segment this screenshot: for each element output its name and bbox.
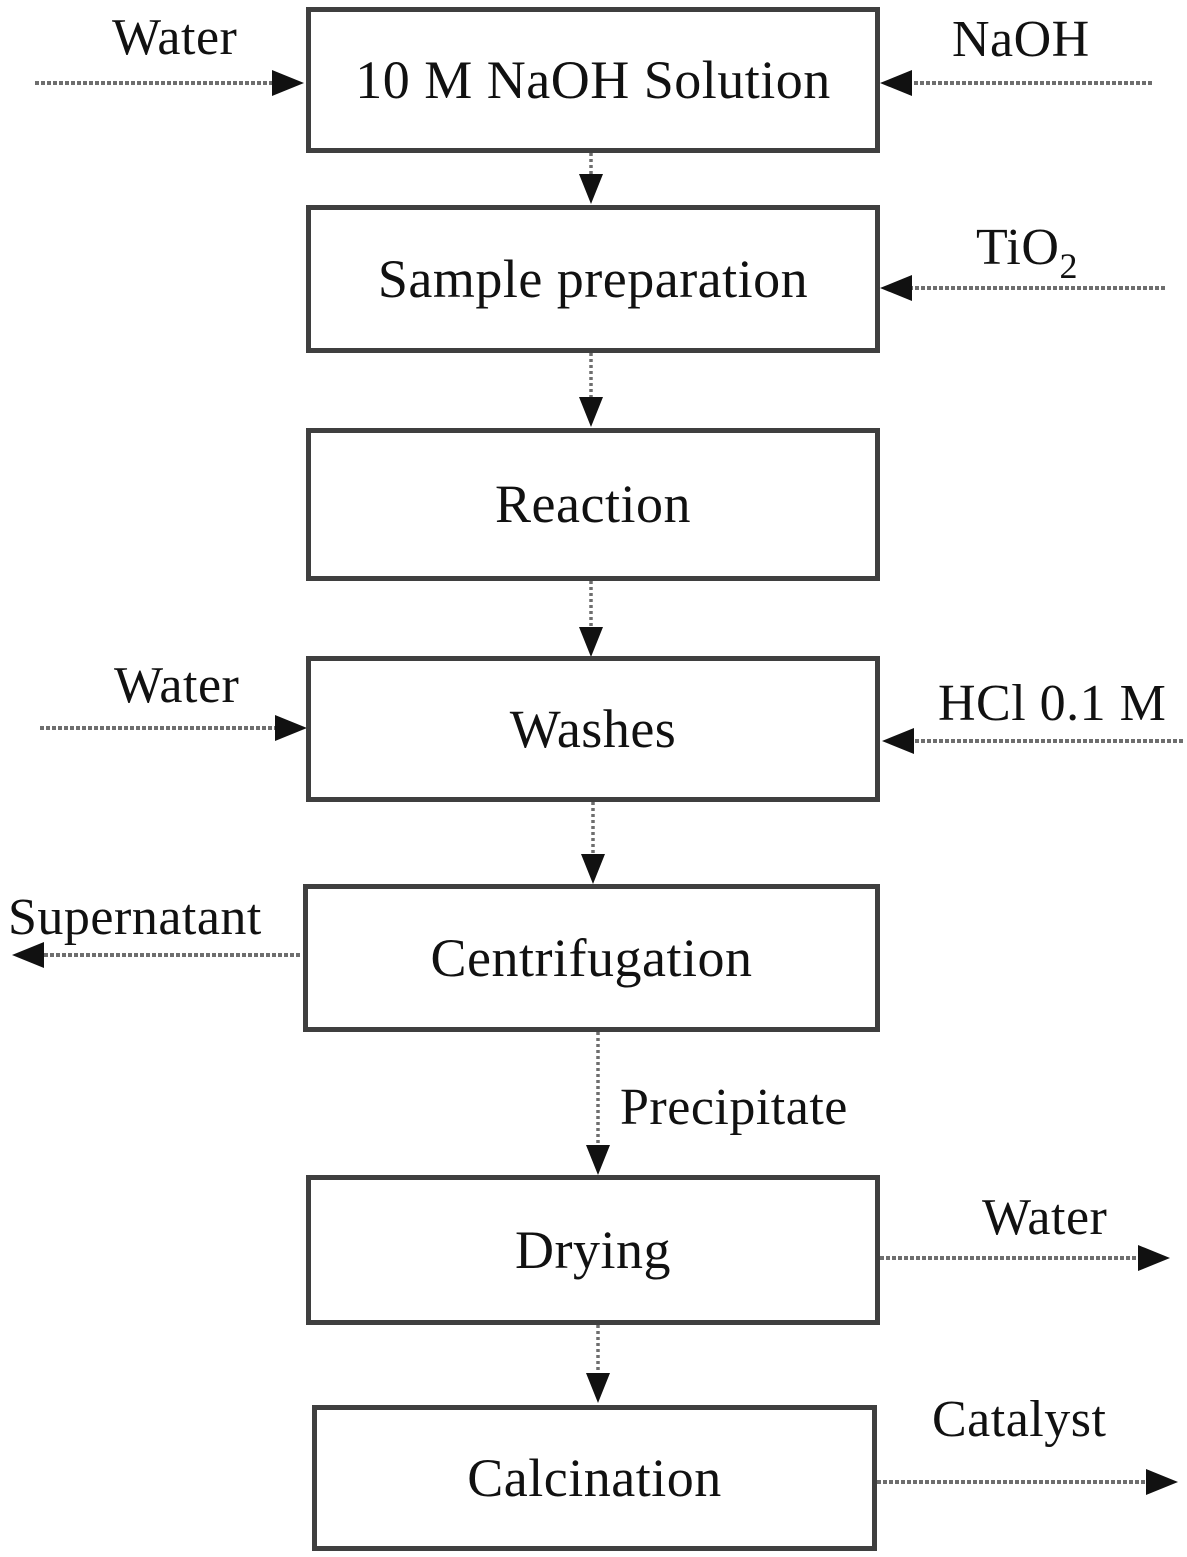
stream-label-hcl: HCl 0.1 M	[938, 675, 1167, 732]
stream-label-tio2: TiO2	[976, 219, 1078, 285]
process-box-label: Drying	[515, 1219, 671, 1280]
stream-label-naoh: NaOH	[952, 11, 1090, 68]
process-box-naoh-solution: 10 M NaOH Solution	[306, 7, 880, 153]
process-box-reaction: Reaction	[306, 428, 880, 581]
arrowhead-down-centrifugation	[581, 854, 605, 884]
arrowhead-down-reaction	[579, 397, 603, 427]
stream-label-water-washes: Water	[114, 657, 240, 714]
arrowhead-hcl-into-washes	[882, 728, 914, 754]
arrowhead-down-calcination	[586, 1373, 610, 1403]
stream-label-water-out: Water	[982, 1189, 1108, 1246]
tio2-formula-subscript: 2	[1059, 246, 1078, 286]
arrowhead-supernatant-out	[12, 942, 44, 968]
process-box-label: Calcination	[467, 1447, 722, 1508]
tio2-formula-base: TiO	[976, 219, 1060, 276]
process-box-label: Reaction	[495, 474, 691, 535]
arrowhead-naoh-into-naoh-solution	[880, 70, 912, 96]
process-box-label: Sample preparation	[377, 248, 809, 309]
arrowhead-water-out	[1138, 1245, 1170, 1271]
arrowhead-down-drying	[586, 1145, 610, 1175]
process-box-label: 10 M NaOH Solution	[355, 49, 831, 110]
process-box-calcination: Calcination	[312, 1405, 877, 1551]
process-box-drying: Drying	[306, 1175, 880, 1325]
process-box-centrifugation: Centrifugation	[303, 884, 880, 1032]
arrowhead-water-into-naoh-solution	[272, 70, 304, 96]
arrowhead-tio2-into-sample-preparation	[880, 275, 912, 301]
stream-label-supernatant: Supernatant	[8, 889, 262, 946]
stream-label-water-top: Water	[112, 9, 238, 66]
stream-label-precipitate: Precipitate	[620, 1079, 848, 1136]
arrowhead-water-into-washes	[275, 715, 307, 741]
process-box-label: Washes	[509, 698, 677, 759]
process-box-label: Centrifugation	[430, 927, 753, 988]
arrowhead-down-washes	[579, 627, 603, 657]
process-box-washes: Washes	[306, 656, 880, 802]
process-box-sample-preparation: Sample preparation	[306, 205, 880, 353]
stream-label-catalyst: Catalyst	[932, 1391, 1107, 1448]
arrowhead-catalyst-out	[1146, 1469, 1178, 1495]
arrowhead-down-sample-preparation	[579, 174, 603, 204]
